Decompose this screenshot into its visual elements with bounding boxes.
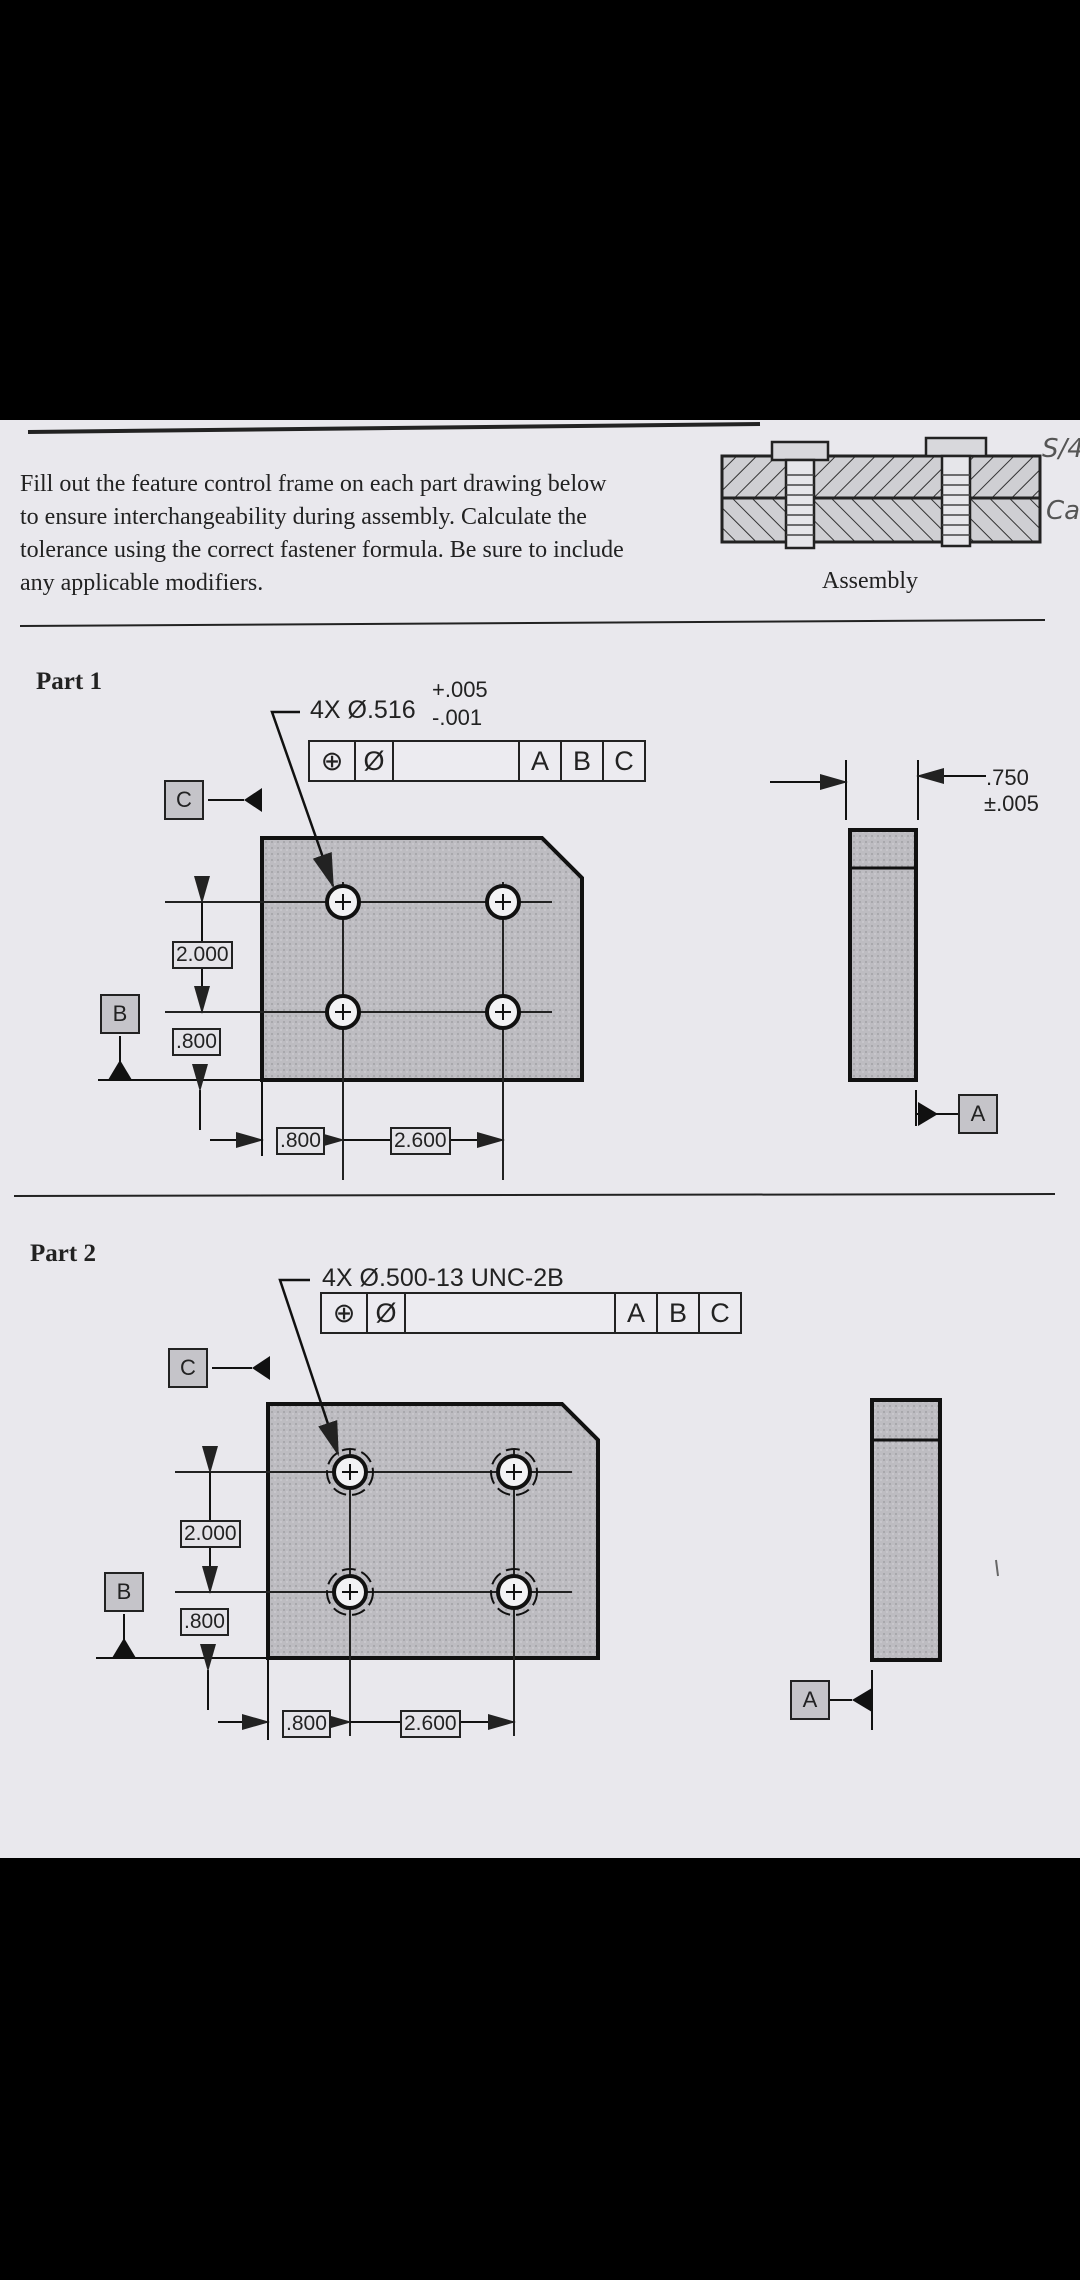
instruction-line: tolerance using the correct fastener for… — [20, 537, 624, 563]
part1-dim-horizontal-offset: .800 — [276, 1127, 325, 1155]
diameter-symbol-icon: Ø — [356, 742, 394, 780]
part2-hole-callout: 4X Ø.500-13 UNC-2B — [322, 1264, 564, 1292]
part1-thickness: .750 — [986, 765, 1029, 790]
part1-tolerance-value-field[interactable] — [394, 742, 520, 780]
datum-ref-b: B — [562, 742, 604, 780]
part1-hole-callout: 4X Ø.516 — [310, 696, 416, 724]
part2-tolerance-value-field[interactable] — [406, 1294, 616, 1332]
assembly-label: Assembly — [822, 568, 918, 594]
datum-ref-c: C — [710, 1297, 730, 1328]
part1-dim-vertical-spacing: 2.000 — [172, 941, 233, 969]
instruction-line: to ensure interchangeability during asse… — [20, 504, 587, 530]
position-symbol-icon: ⊕ — [310, 742, 356, 780]
part1-datum-c: C — [164, 780, 204, 820]
part2-feature-control-frame[interactable]: ⊕ Ø A B C — [320, 1292, 742, 1334]
instruction-line: Fill out the feature control frame on ea… — [20, 471, 607, 497]
position-symbol-icon: ⊕ — [322, 1294, 368, 1332]
part1-dim-vertical-offset: .800 — [172, 1028, 221, 1056]
part2-drawing — [96, 1278, 999, 1740]
part1-feature-control-frame[interactable]: ⊕ Ø A B C — [308, 740, 646, 782]
part1-title: Part 1 — [36, 668, 102, 695]
part1-tol-plus: +.005 — [432, 677, 488, 702]
part2-dim-horizontal-spacing: 2.600 — [400, 1710, 461, 1738]
instructions: Fill out the feature control frame on ea… — [20, 468, 700, 600]
part2-dim-vertical-spacing: 2.000 — [180, 1520, 241, 1548]
handwritten-note: S/4 — [1042, 434, 1080, 464]
part2-datum-b: B — [104, 1572, 144, 1612]
datum-ref-a: A — [616, 1294, 658, 1332]
part1-thickness-tol: ±.005 — [984, 791, 1039, 816]
part1-drawing — [98, 710, 986, 1180]
assembly-illustration — [720, 436, 1042, 550]
part1-tol-minus: -.001 — [432, 705, 483, 730]
part1-datum-b: B — [100, 994, 140, 1034]
part2-title: Part 2 — [30, 1240, 96, 1267]
part2-dim-horizontal-offset: .800 — [282, 1710, 331, 1738]
part2-datum-c: C — [168, 1348, 208, 1388]
part1-datum-a: A — [958, 1094, 998, 1134]
part2-dim-vertical-offset: .800 — [180, 1608, 229, 1636]
part2-datum-a: A — [790, 1680, 830, 1720]
part1-dim-horizontal-spacing: 2.600 — [390, 1127, 451, 1155]
drawing-linework — [13, 422, 1056, 1740]
datum-ref-a: A — [520, 742, 562, 780]
instruction-line: any applicable modifiers. — [20, 570, 264, 596]
worksheet-page: Fill out the feature control frame on ea… — [0, 420, 1080, 1858]
handwritten-note: Ca — [1046, 496, 1080, 526]
diameter-symbol-icon: Ø — [368, 1294, 406, 1332]
datum-ref-b: B — [658, 1294, 700, 1332]
datum-ref-c: C — [614, 745, 634, 776]
